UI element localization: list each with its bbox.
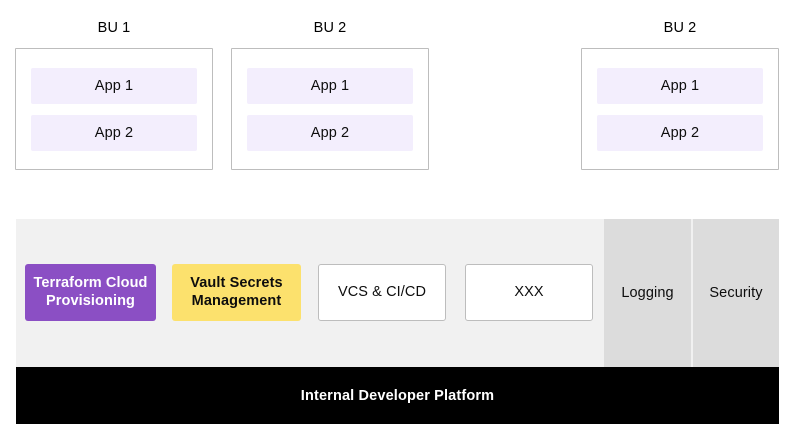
app-label: App 2 [310, 125, 350, 141]
app-label: App 2 [94, 125, 134, 141]
app-box[interactable]: App 2 [31, 115, 197, 151]
business-unit-box [581, 48, 779, 170]
ops-label: Security [709, 285, 763, 301]
app-label: App 1 [94, 78, 134, 94]
app-box[interactable]: App 1 [597, 68, 763, 104]
app-box[interactable]: App 1 [31, 68, 197, 104]
platform-band: Terraform Cloud Provisioning Vault Secre… [16, 219, 779, 367]
internal-developer-platform-label: Internal Developer Platform [300, 387, 495, 404]
ops-label: Logging [621, 285, 674, 301]
app-box[interactable]: App 2 [597, 115, 763, 151]
app-label: App 2 [660, 125, 700, 141]
business-unit-group-3: BU 2 App 1 App 2 [581, 20, 779, 170]
business-unit-title: BU 2 [663, 20, 697, 36]
business-unit-title: BU 1 [97, 20, 131, 36]
business-unit-group-2: BU 2 App 1 App 2 [231, 20, 429, 170]
app-box[interactable]: App 1 [247, 68, 413, 104]
app-label: App 1 [310, 78, 350, 94]
app-box[interactable]: App 2 [247, 115, 413, 151]
business-unit-box [231, 48, 429, 170]
tool-box-vault-secrets-management[interactable]: Vault Secrets Management [172, 264, 301, 321]
app-label: App 1 [660, 78, 700, 94]
tool-box-vcs-ci-cd[interactable]: VCS & CI/CD [318, 264, 446, 321]
business-unit-group-1: BU 1 App 1 App 2 [15, 20, 213, 170]
business-unit-box [15, 48, 213, 170]
tool-box-terraform-cloud-provisioning[interactable]: Terraform Cloud Provisioning [25, 264, 156, 321]
ops-column-security[interactable]: Security [693, 219, 779, 367]
tool-label: Terraform Cloud Provisioning [33, 275, 148, 309]
ops-column-logging[interactable]: Logging [604, 219, 691, 367]
internal-developer-platform-bar: Internal Developer Platform [16, 367, 779, 424]
tool-box-xxx[interactable]: XXX [465, 264, 593, 321]
tool-label: XXX [514, 283, 544, 300]
tool-label: Vault Secrets Management [190, 275, 283, 309]
tool-label: VCS & CI/CD [337, 283, 427, 300]
business-unit-title: BU 2 [313, 20, 347, 36]
